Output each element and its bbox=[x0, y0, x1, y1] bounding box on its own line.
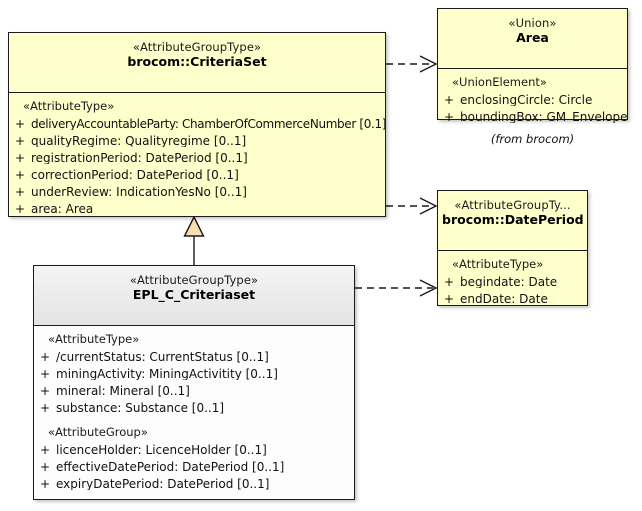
visibility-marker: + bbox=[14, 133, 26, 148]
attribute-signature: /currentStatus: CurrentStatus [0..1] bbox=[56, 350, 269, 363]
visibility-marker: + bbox=[14, 150, 26, 165]
dependency-criteriaset-to-area[interactable] bbox=[386, 55, 438, 73]
attribute-signature: correctionPeriod: DatePeriod [0..1] bbox=[31, 168, 239, 181]
attribute-row[interactable]: + qualityRegime: Qualityregime [0..1] bbox=[9, 132, 385, 149]
open-arrowhead bbox=[419, 197, 438, 215]
class-header-area: «Union» Area bbox=[438, 9, 627, 68]
attribute-row[interactable]: + miningActivity: MiningActivitity [0..1… bbox=[34, 365, 354, 382]
visibility-marker: + bbox=[443, 274, 455, 289]
attribute-signature: enclosingCircle: Circle bbox=[460, 93, 593, 106]
attribute-signature: licenceHolder: LicenceHolder [0..1] bbox=[56, 443, 267, 456]
attribute-row[interactable]: + area: Area bbox=[9, 200, 385, 217]
attribute-signature: underReview: IndicationYesNo [0..1] bbox=[31, 185, 247, 198]
attribute-row[interactable]: + effectiveDatePeriod: DatePeriod [0..1] bbox=[34, 458, 354, 475]
class-stereotype: «Union» bbox=[508, 16, 557, 30]
attribute-row[interactable]: + mineral: Mineral [0..1] bbox=[34, 382, 354, 399]
compartment-divider bbox=[34, 325, 354, 326]
class-stereotype: «AttributeGroupType» bbox=[132, 40, 262, 54]
visibility-marker: + bbox=[39, 366, 51, 381]
visibility-marker: + bbox=[39, 476, 51, 491]
class-name: brocom::DatePeriod bbox=[442, 212, 583, 228]
open-arrowhead bbox=[419, 55, 438, 73]
attribute-signature: begindate: Date bbox=[460, 275, 558, 288]
attribute-signature: area: Area bbox=[31, 202, 94, 215]
attribute-signature: substance: Substance [0..1] bbox=[56, 401, 225, 414]
attribute-signature: expiryDatePeriod: DatePeriod [0..1] bbox=[56, 477, 270, 490]
visibility-marker: + bbox=[14, 116, 26, 131]
attribute-signature: registrationPeriod: DatePeriod [0..1] bbox=[31, 151, 248, 164]
attribute-row[interactable]: + endDate: Date bbox=[438, 290, 587, 307]
visibility-marker: + bbox=[14, 167, 26, 182]
class-box-criteriaset[interactable]: «AttributeGroupType» brocom::CriteriaSet… bbox=[8, 32, 386, 217]
class-header-epl: «AttributeGroupType» EPL_C_Criteriaset bbox=[34, 266, 354, 325]
visibility-marker: + bbox=[14, 184, 26, 199]
attribute-row[interactable]: + expiryDatePeriod: DatePeriod [0..1] bbox=[34, 475, 354, 492]
attribute-compartment: «AttributeType» + /currentStatus: Curren… bbox=[34, 326, 354, 498]
generalization-triangle-arrowhead bbox=[183, 215, 205, 237]
attribute-signature: endDate: Date bbox=[460, 292, 548, 305]
visibility-marker: + bbox=[39, 383, 51, 398]
attribute-group-stereotype: «AttributeGroup» bbox=[48, 425, 148, 439]
visibility-marker: + bbox=[39, 349, 51, 364]
attribute-signature: qualityRegime: Qualityregime [0..1] bbox=[31, 134, 247, 147]
attribute-row[interactable]: + underReview: IndicationYesNo [0..1] bbox=[9, 183, 385, 200]
visibility-marker: + bbox=[443, 92, 455, 107]
class-header-dateperiod: «AttributeGroupTy... brocom::DatePeriod bbox=[438, 191, 587, 250]
attribute-row[interactable]: + enclosingCircle: Circle bbox=[438, 91, 627, 108]
attribute-group-stereotype: «UnionElement» bbox=[452, 75, 547, 89]
visibility-marker: + bbox=[443, 291, 455, 306]
attribute-signature: mineral: Mineral [0..1] bbox=[56, 384, 190, 397]
attribute-compartment: «AttributeType» + begindate: Date + endD… bbox=[438, 251, 587, 313]
attribute-compartment: «AttributeType» + deliveryAccountablePar… bbox=[9, 93, 385, 223]
attribute-row[interactable]: + deliveryAccountableParty: ChamberOfCom… bbox=[9, 115, 385, 132]
from-package-label: (from brocom) bbox=[490, 132, 575, 146]
attribute-row[interactable]: + substance: Substance [0..1] bbox=[34, 399, 354, 416]
class-name: Area bbox=[516, 30, 549, 46]
attribute-signature: boundingBox: GM_Envelope bbox=[460, 110, 627, 123]
class-header-criteriaset: «AttributeGroupType» brocom::CriteriaSet bbox=[9, 33, 385, 92]
attribute-group-stereotype: «AttributeType» bbox=[452, 257, 544, 271]
class-stereotype: «AttributeGroupType» bbox=[129, 273, 259, 287]
class-name: EPL_C_Criteriaset bbox=[132, 287, 256, 303]
attribute-row[interactable]: + registrationPeriod: DatePeriod [0..1] bbox=[9, 149, 385, 166]
visibility-marker: + bbox=[39, 400, 51, 415]
generalization-epl-to-criteriaset[interactable] bbox=[183, 215, 205, 265]
attribute-signature: miningActivity: MiningActivitity [0..1] bbox=[56, 367, 278, 380]
compartment-divider bbox=[9, 92, 385, 93]
visibility-marker: + bbox=[39, 442, 51, 457]
class-box-dateperiod[interactable]: «AttributeGroupTy... brocom::DatePeriod … bbox=[437, 190, 588, 306]
attribute-row[interactable]: + boundingBox: GM_Envelope bbox=[438, 108, 627, 125]
visibility-marker: + bbox=[443, 109, 455, 124]
attribute-row[interactable]: + licenceHolder: LicenceHolder [0..1] bbox=[34, 441, 354, 458]
open-arrowhead bbox=[419, 279, 438, 297]
visibility-marker: + bbox=[39, 459, 51, 474]
dependency-criteriaset-to-dateperiod[interactable] bbox=[386, 197, 438, 215]
class-box-area[interactable]: «Union» Area «UnionElement» + enclosingC… bbox=[437, 8, 628, 123]
class-stereotype: «AttributeGroupTy... bbox=[454, 198, 571, 212]
compartment-divider bbox=[438, 68, 627, 69]
attribute-signature: deliveryAccountableParty: ChamberOfComme… bbox=[31, 117, 385, 130]
class-box-epl-c-criteriaset[interactable]: «AttributeGroupType» EPL_C_Criteriaset «… bbox=[33, 265, 355, 500]
attribute-signature: effectiveDatePeriod: DatePeriod [0..1] bbox=[56, 460, 285, 473]
visibility-marker: + bbox=[14, 201, 26, 216]
attribute-row[interactable]: + /currentStatus: CurrentStatus [0..1] bbox=[34, 348, 354, 365]
attribute-group-stereotype: «AttributeType» bbox=[48, 332, 140, 346]
compartment-divider bbox=[438, 250, 587, 251]
dependency-epl-to-dateperiod[interactable] bbox=[355, 279, 438, 297]
class-name: brocom::CriteriaSet bbox=[127, 54, 267, 70]
attribute-compartment: «UnionElement» + enclosingCircle: Circle… bbox=[438, 69, 627, 131]
attribute-group-stereotype: «AttributeType» bbox=[23, 99, 115, 113]
attribute-row[interactable]: + begindate: Date bbox=[438, 273, 587, 290]
attribute-row[interactable]: + correctionPeriod: DatePeriod [0..1] bbox=[9, 166, 385, 183]
